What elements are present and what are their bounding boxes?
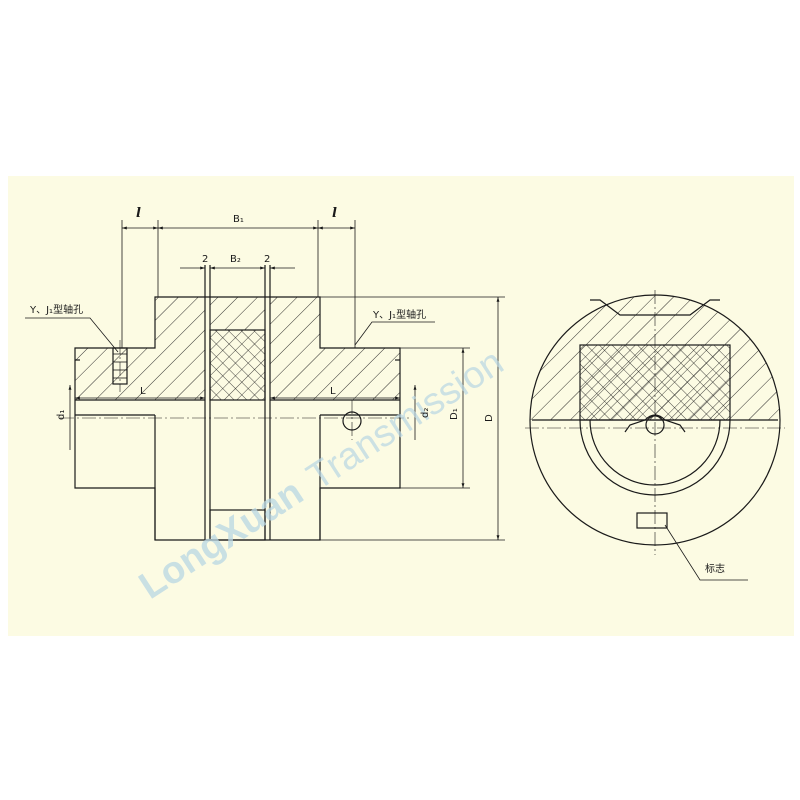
label-l-dim-left: L [140, 386, 146, 397]
dimensions [25, 220, 505, 541]
label-l-dim-right: L [330, 386, 336, 397]
label-d2: d₂ [420, 408, 431, 418]
label-b1: B₁ [233, 214, 244, 225]
label-big-d: D [484, 414, 495, 422]
label-gap-right: 2 [264, 254, 270, 265]
label-l-right: l [332, 206, 337, 221]
side-view [60, 265, 410, 541]
mark-rectangle [636, 512, 668, 529]
elastic-element [210, 330, 265, 400]
label-bore-right: Y、J₁型轴孔 [372, 308, 426, 321]
label-l-left: l [136, 206, 141, 221]
label-mark: 标志 [705, 562, 725, 575]
label-big-d1: D₁ [449, 408, 460, 420]
label-bore-left: Y、J₁型轴孔 [29, 303, 83, 316]
labels: B₁ l l B₂ 2 2 Y、J₁型轴孔 Y、J₁型轴孔 L L d₁ d₂ … [29, 206, 725, 575]
label-d1: d₁ [56, 410, 67, 420]
label-gap-left: 2 [202, 254, 208, 265]
watermark-brand: LongXuan [132, 471, 311, 607]
label-b2: B₂ [230, 254, 241, 265]
end-view [525, 290, 785, 581]
